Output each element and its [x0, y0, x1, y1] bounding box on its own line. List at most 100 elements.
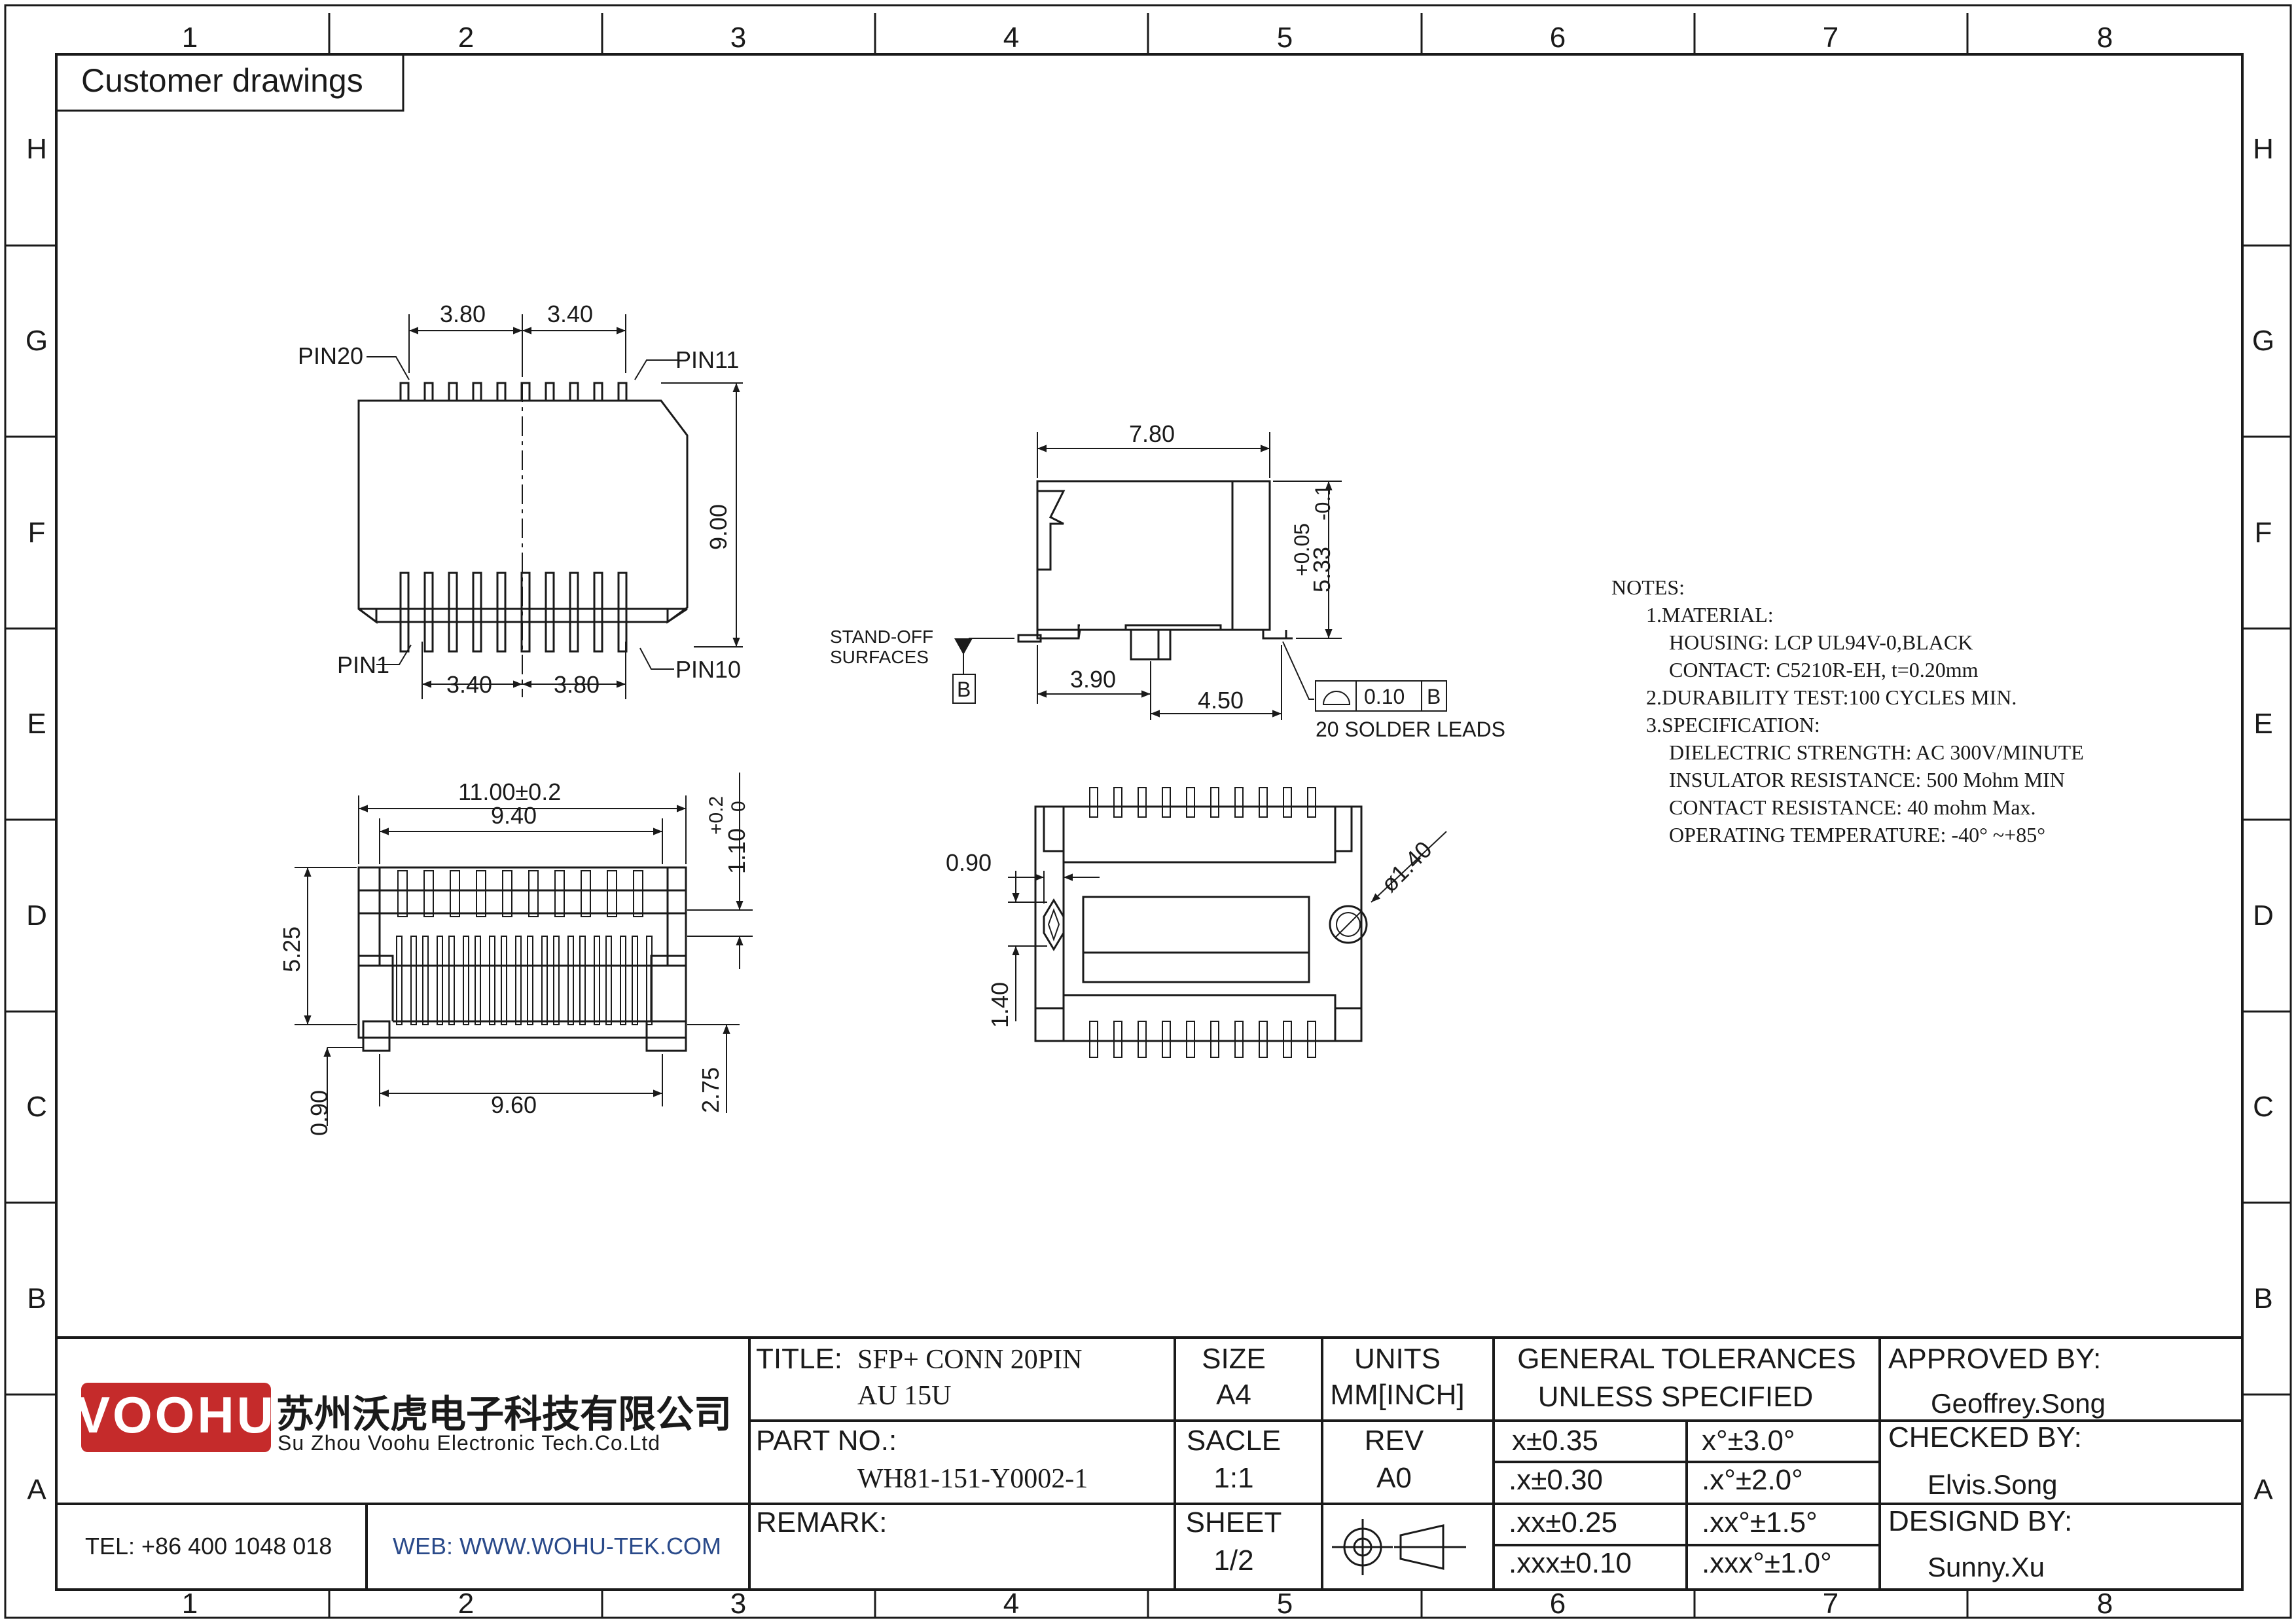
dim-height: 9.00: [705, 504, 732, 550]
note-line: OPERATING TEMPERATURE: -40° ~+85°: [1669, 823, 2045, 847]
contact: [527, 936, 533, 1025]
contact: [632, 936, 638, 1025]
row-label: D: [26, 900, 47, 932]
bottom-view: 0.90 1.40 ø1.40: [946, 787, 1447, 1058]
remark-label: REMARK:: [756, 1506, 887, 1539]
pin-lead: [617, 382, 628, 402]
pin-lead: [520, 572, 531, 653]
rev-value: A0: [1376, 1462, 1412, 1494]
company-logo-text: VOOHU: [76, 1386, 276, 1444]
part-label: PART NO.:: [756, 1425, 897, 1457]
dim-top-left: 3.80: [440, 301, 486, 327]
row-label: B: [2253, 1283, 2272, 1315]
flatness-value: 0.10: [1364, 685, 1405, 708]
contact: [528, 870, 539, 917]
company-name-en: Su Zhou Voohu Electronic Tech.Co.Ltd: [278, 1431, 660, 1455]
title-label: TITLE:: [756, 1343, 842, 1375]
part-number: WH81-151-Y0002-1: [857, 1464, 1088, 1494]
contact: [422, 936, 429, 1025]
tolerance-cell: .xx°±1.5°: [1702, 1506, 1818, 1539]
pin-lead: [1138, 787, 1147, 818]
note-line: 2.DURABILITY TEST:100 CYCLES MIN.: [1646, 685, 2017, 709]
note-line: NOTES:: [1611, 575, 1685, 599]
pin-lead: [545, 572, 555, 653]
dim-height-tol-plus: +0.05: [1290, 523, 1314, 576]
standoff-label: SURFACES: [830, 647, 929, 667]
row-label: C: [26, 1091, 47, 1123]
row-label: H: [26, 133, 47, 165]
pin-lead: [1113, 1021, 1122, 1058]
side-view: B 0.10 B 7.80 3.90 4.50 5.33 +0.05 -0.1 …: [830, 420, 1505, 741]
contact: [554, 870, 565, 917]
col-label: 8: [2097, 1588, 2113, 1620]
col-label: 5: [1277, 1588, 1293, 1620]
pin-lead: [1234, 787, 1244, 818]
pin-lead: [569, 382, 579, 402]
pin-lead: [1089, 1021, 1098, 1058]
tolerance-cell: .x±0.30: [1509, 1464, 1603, 1496]
pin-lead: [1138, 1021, 1147, 1058]
col-label: 2: [458, 1588, 474, 1620]
col-label: 7: [1823, 1588, 1839, 1620]
row-label: E: [27, 708, 46, 740]
contact: [594, 936, 600, 1025]
pin-label-1: PIN1: [337, 651, 389, 678]
pin-lead: [1186, 1021, 1195, 1058]
pin-lead: [1162, 787, 1171, 818]
front-view: 11.00±0.2 9.40 9.60 5.25 0.90 1.10 +0.2 …: [278, 773, 753, 1136]
col-label: 6: [1550, 1588, 1566, 1620]
pin-lead: [1210, 787, 1219, 818]
row-label: E: [2253, 708, 2272, 740]
contact: [579, 936, 586, 1025]
contact: [646, 936, 653, 1025]
dim-inner: 9.40: [491, 802, 537, 829]
pin-lead: [545, 382, 555, 402]
size-label: SIZE: [1202, 1343, 1266, 1375]
contact: [397, 870, 408, 917]
dim-right-bottom: 2.75: [697, 1067, 724, 1113]
corner-label: Customer drawings: [81, 62, 363, 99]
pin-lead: [1113, 787, 1122, 818]
rev-label: REV: [1365, 1425, 1424, 1457]
dim-height-tol-minus: -0.1: [1311, 484, 1335, 520]
pin-lead: [423, 572, 434, 653]
row-label: D: [2253, 900, 2274, 932]
dim-height: 5.33: [1308, 547, 1335, 593]
row-label: F: [28, 517, 46, 549]
col-label: 5: [1277, 22, 1293, 54]
pin-lead: [520, 382, 531, 402]
dim-overall: 11.00±0.2: [458, 778, 561, 805]
sheet-value: 1/2: [1213, 1544, 1253, 1577]
notes: NOTES: 1.MATERIAL: HOUSING: LCP UL94V-0,…: [1611, 575, 2084, 847]
row-label: C: [2253, 1091, 2274, 1123]
dim-bottom-left: 3.40: [446, 671, 492, 698]
note-line: DIELECTRIC STRENGTH: AC 300V/MINUTE: [1669, 740, 2084, 764]
title-line-2: AU 15U: [857, 1381, 952, 1411]
pin-lead: [1283, 787, 1292, 818]
dim-hole: ø1.40: [1376, 836, 1437, 898]
contact: [489, 936, 495, 1025]
dim-bottom: 9.60: [491, 1091, 537, 1118]
col-label: 4: [1003, 1588, 1019, 1620]
pin-lead: [448, 572, 458, 653]
company-logo: [81, 1383, 271, 1452]
pin-lead: [472, 572, 482, 653]
tolerance-header: UNLESS SPECIFIED: [1538, 1381, 1814, 1413]
pin-lead: [1089, 787, 1098, 818]
pin-lead: [569, 572, 579, 653]
dim-left-small: 0.90: [306, 1090, 332, 1136]
pin-lead: [1259, 787, 1268, 818]
pin-lead: [1283, 1021, 1292, 1058]
pin-label-11: PIN11: [675, 346, 739, 373]
sheet-label: SHEET: [1186, 1506, 1282, 1539]
note-line: 1.MATERIAL:: [1646, 603, 1774, 627]
contact-tel: TEL: +86 400 1048 018: [85, 1533, 332, 1559]
design-label: DESIGND BY:: [1888, 1505, 2072, 1537]
pin-lead: [496, 382, 507, 402]
contact: [423, 870, 434, 917]
col-label: 3: [730, 22, 746, 54]
contact: [502, 870, 512, 917]
pin-lead: [593, 382, 603, 402]
contact: [450, 870, 460, 917]
contact: [437, 936, 443, 1025]
